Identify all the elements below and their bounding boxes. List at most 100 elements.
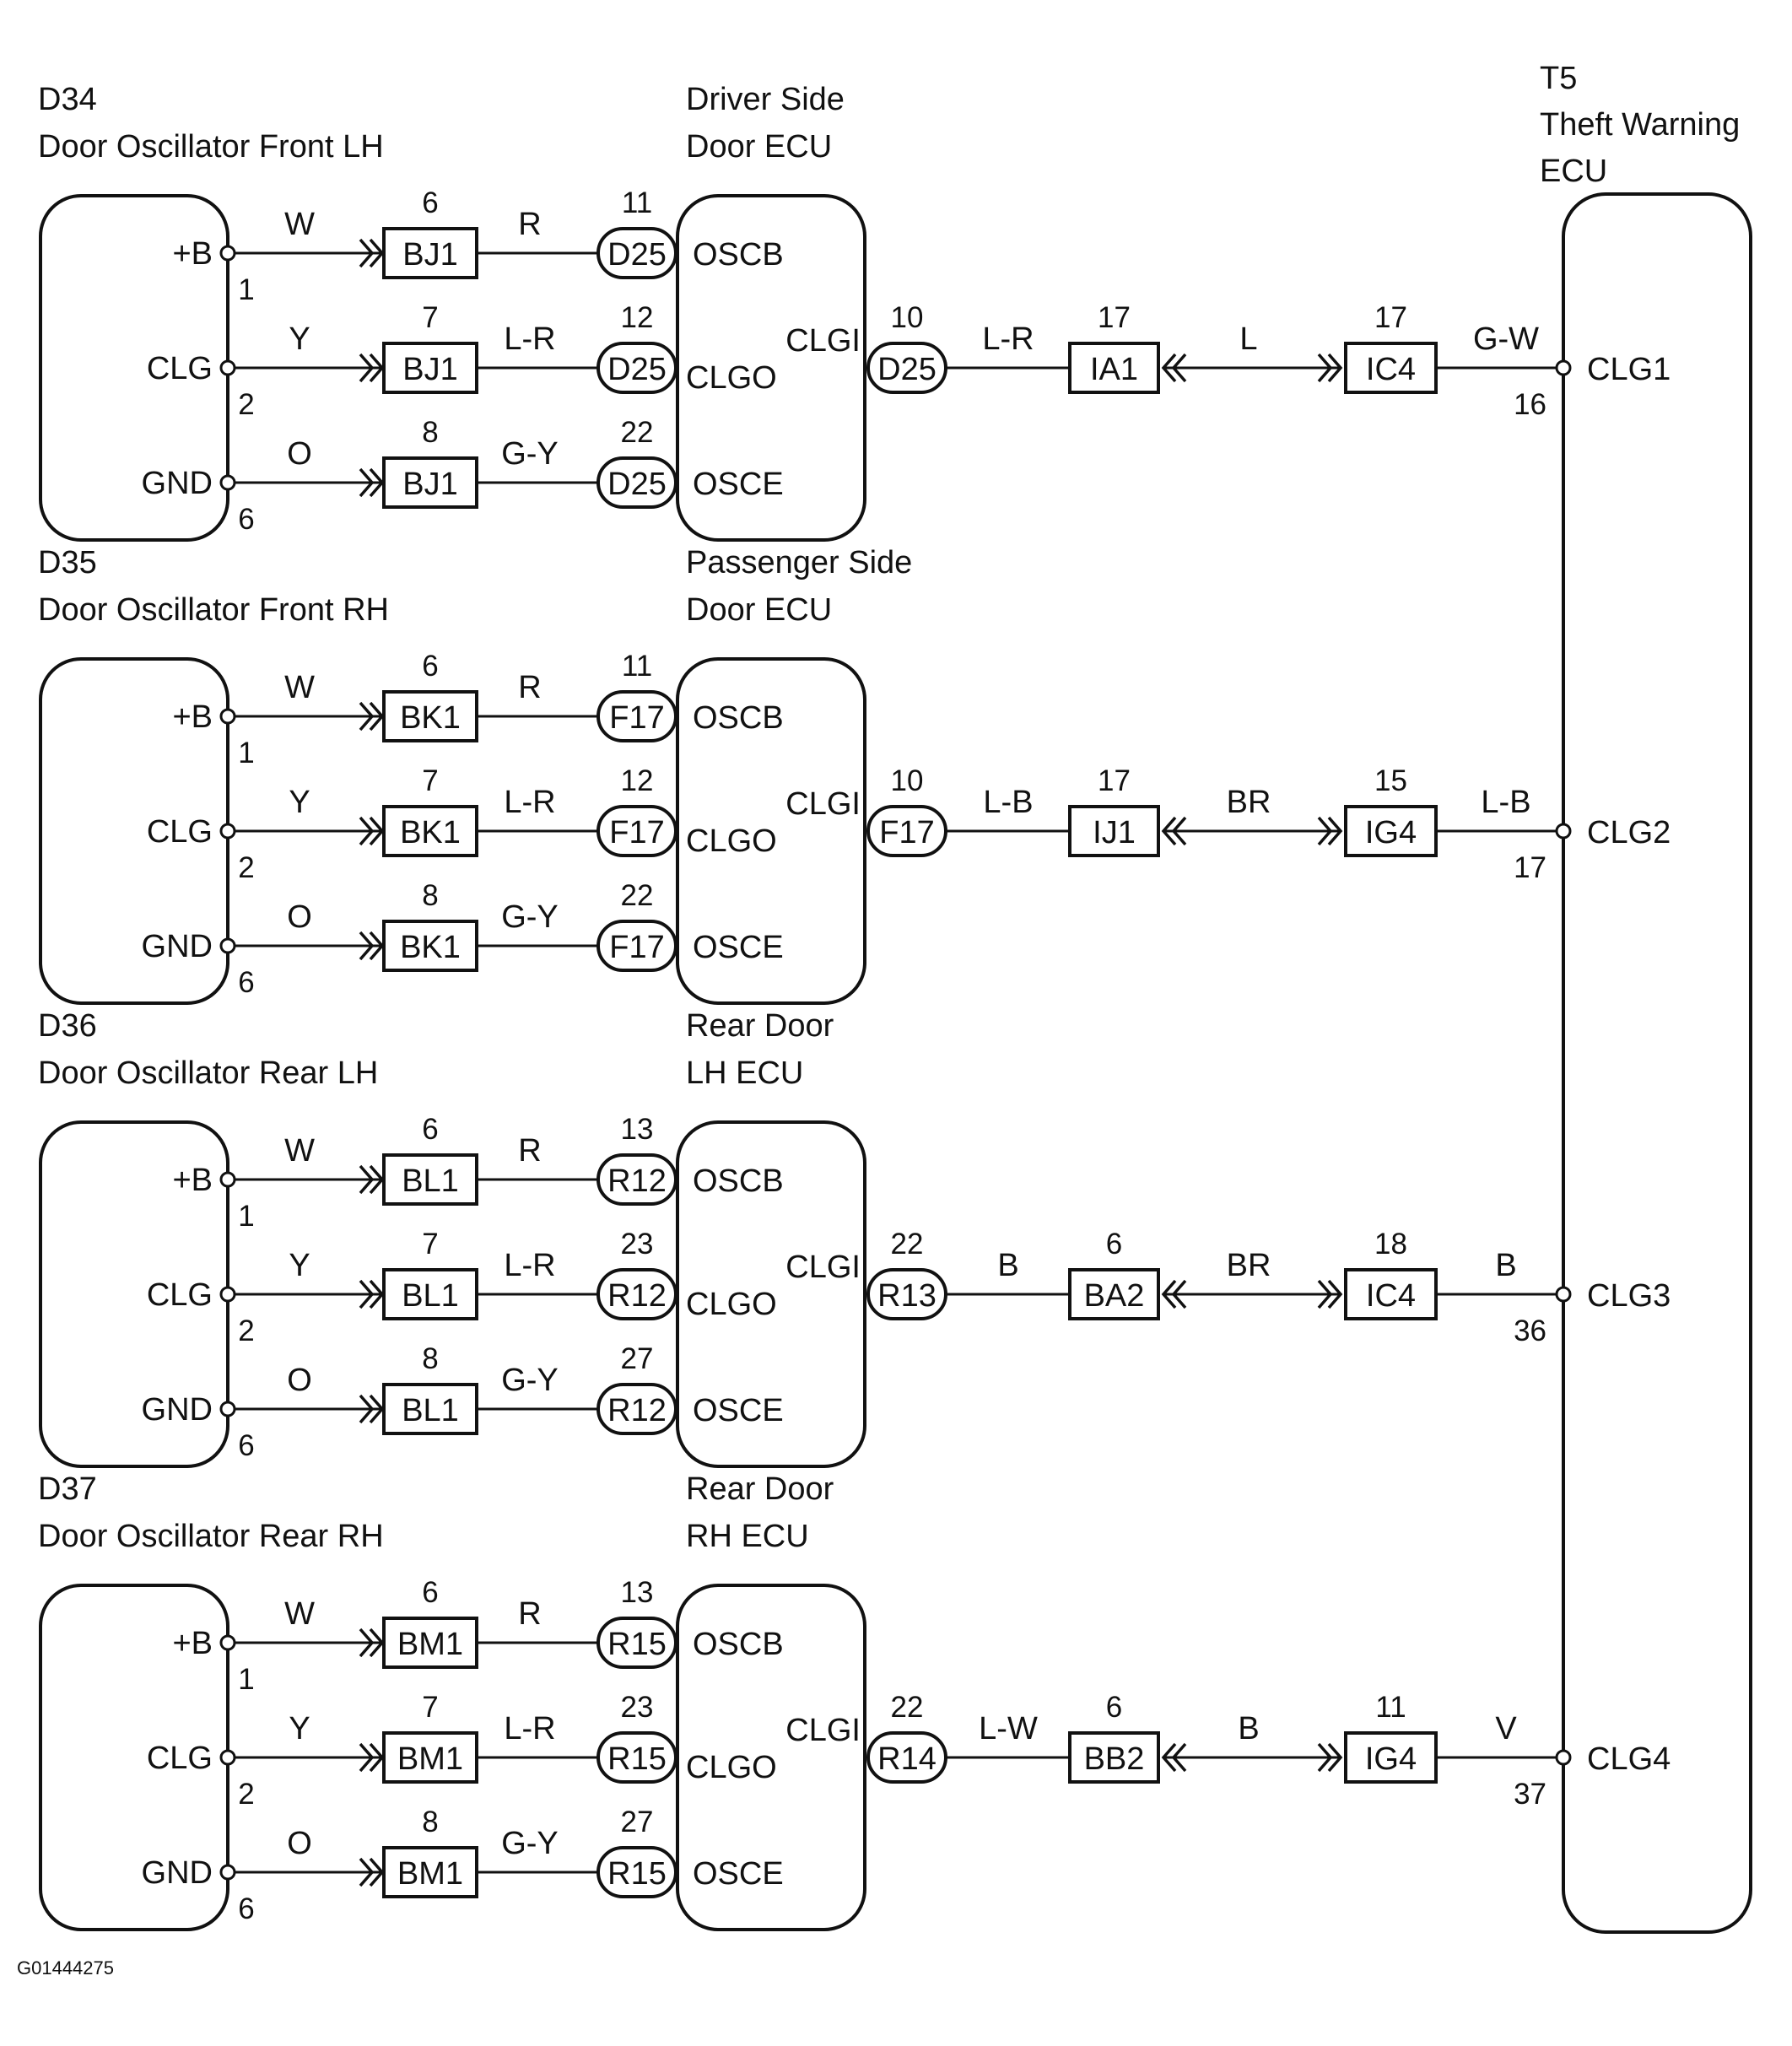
oscillator-terminal-label: CLG bbox=[147, 1741, 213, 1776]
connector-chevron bbox=[359, 931, 375, 961]
oscillator-pin bbox=[219, 937, 236, 954]
junction-connector-code: BM1 bbox=[397, 1856, 463, 1892]
connector-chevron bbox=[1327, 1742, 1343, 1773]
inline-pin-number: 11 bbox=[1375, 1691, 1406, 1724]
wire-color-label: V bbox=[1495, 1711, 1517, 1746]
ecu-pin-number: 12 bbox=[621, 301, 654, 334]
junction-pin-number: 6 bbox=[422, 1113, 438, 1146]
t5-pin bbox=[1555, 1286, 1572, 1303]
ecu-connector-pill bbox=[596, 227, 677, 279]
inline-connector-code: IC4 bbox=[1366, 352, 1416, 387]
inline-connector-box bbox=[1068, 1268, 1160, 1320]
oscillator-terminal-label: CLG bbox=[147, 814, 213, 850]
oscillator-pin bbox=[219, 1401, 236, 1417]
ecu-terminal-label: CLGO bbox=[686, 823, 777, 859]
output-connector-code: F17 bbox=[879, 815, 934, 850]
oscillator-pin bbox=[219, 359, 236, 376]
ecu-connector-code: R15 bbox=[607, 1856, 667, 1892]
output-pin-number: 10 bbox=[891, 764, 924, 797]
wire-color-label: Y bbox=[289, 1248, 310, 1283]
connector-chevron bbox=[1317, 816, 1333, 846]
t5-pin-number: 37 bbox=[1514, 1778, 1546, 1811]
wire-color-label: Y bbox=[289, 321, 310, 357]
junction-connector-box bbox=[382, 1153, 478, 1206]
connector-chevron bbox=[359, 701, 375, 731]
wire-color-label: L-R bbox=[504, 785, 555, 820]
wire-color-label: W bbox=[284, 670, 315, 705]
wire-color-label: B bbox=[997, 1248, 1018, 1283]
ecu-terminal-label: CLGO bbox=[686, 1287, 777, 1322]
output-connector-code: R13 bbox=[877, 1278, 936, 1314]
ecu-connector-code: D25 bbox=[607, 352, 667, 387]
clgi-label: CLGI bbox=[785, 1713, 861, 1748]
inline-connector-code: BA2 bbox=[1084, 1278, 1145, 1314]
wire-color-label: O bbox=[287, 899, 312, 935]
figure-id: G01444275 bbox=[17, 1957, 114, 1979]
ecu-pin-number: 23 bbox=[621, 1228, 654, 1261]
inline-connector-box bbox=[1068, 342, 1160, 394]
clgi-label: CLGI bbox=[785, 1250, 861, 1285]
ecu-connector-pill bbox=[596, 342, 677, 394]
oscillator-code: D36 bbox=[38, 1008, 97, 1044]
ecu-name-line2: ECU bbox=[1540, 154, 1607, 189]
junction-pin-number: 8 bbox=[422, 879, 438, 912]
ecu-connector-pill bbox=[596, 1846, 677, 1898]
output-connector-code: D25 bbox=[877, 352, 936, 387]
clgi-label: CLGI bbox=[785, 323, 861, 359]
junction-connector-code: BK1 bbox=[400, 930, 461, 965]
oscillator-pin-number: 1 bbox=[238, 1663, 254, 1696]
ecu-connector-pill bbox=[596, 690, 677, 742]
wire-color-label: O bbox=[287, 1826, 312, 1861]
t5-pin-number: 16 bbox=[1514, 388, 1546, 421]
output-connector-code: R14 bbox=[877, 1741, 936, 1777]
ecu-pin-number: 23 bbox=[621, 1691, 654, 1724]
wire-color-label: L-B bbox=[983, 785, 1033, 820]
oscillator-code: D34 bbox=[38, 82, 97, 117]
oscillator-terminal-label: CLG bbox=[147, 1277, 213, 1313]
junction-pin-number: 7 bbox=[422, 301, 438, 334]
junction-pin-number: 7 bbox=[422, 1228, 438, 1261]
wire-color-label: L bbox=[1239, 321, 1257, 357]
wire-color-label: R bbox=[518, 1596, 541, 1632]
wire-color-label: W bbox=[284, 207, 315, 242]
inline-pin-number: 6 bbox=[1106, 1691, 1122, 1724]
oscillator-terminal-label: GND bbox=[142, 929, 213, 964]
connector-chevron bbox=[359, 1628, 375, 1658]
wire-color-label: Y bbox=[289, 1711, 310, 1746]
wire-color-label: BR bbox=[1227, 785, 1271, 820]
wire-color-label: G-Y bbox=[501, 899, 559, 935]
connector-chevron bbox=[1327, 816, 1343, 846]
junction-connector-code: BJ1 bbox=[402, 352, 457, 387]
t5-pin bbox=[1555, 823, 1572, 839]
ecu-pin-number: 11 bbox=[622, 186, 652, 219]
oscillator-pin-number: 2 bbox=[238, 1315, 254, 1347]
junction-connector-code: BM1 bbox=[397, 1741, 463, 1777]
wire-color-label: O bbox=[287, 436, 312, 472]
t5-pin bbox=[1555, 1749, 1572, 1766]
door-ecu-name-line1: Rear Door bbox=[686, 1471, 834, 1507]
junction-connector-code: BJ1 bbox=[402, 237, 457, 273]
connector-chevron bbox=[359, 1164, 375, 1195]
ecu-terminal-label: OSCE bbox=[693, 930, 784, 965]
connector-chevron bbox=[1327, 1279, 1343, 1309]
ecu-connector-pill bbox=[596, 805, 677, 857]
ecu-connector-code: F17 bbox=[609, 700, 664, 736]
inline-connector-code: IJ1 bbox=[1093, 815, 1136, 850]
oscillator-terminal-label: GND bbox=[142, 1392, 213, 1428]
t5-terminal-label: CLG4 bbox=[1587, 1741, 1671, 1777]
junction-connector-code: BK1 bbox=[400, 815, 461, 850]
inline-connector-code: BB2 bbox=[1084, 1741, 1145, 1777]
inline-connector-code: IA1 bbox=[1090, 352, 1138, 387]
wire-color-label: L-W bbox=[979, 1711, 1038, 1746]
connector-chevron bbox=[359, 1742, 375, 1773]
oscillator-name: Door Oscillator Rear RH bbox=[38, 1519, 384, 1554]
junction-pin-number: 7 bbox=[422, 764, 438, 797]
oscillator-terminal-label: +B bbox=[172, 1626, 213, 1661]
connector-chevron bbox=[359, 1279, 375, 1309]
wire-color-label: W bbox=[284, 1133, 315, 1169]
t5-pin-number: 17 bbox=[1514, 851, 1546, 884]
door-ecu-name-line1: Passenger Side bbox=[686, 545, 912, 580]
t5-pin bbox=[1555, 359, 1572, 376]
oscillator-pin-number: 2 bbox=[238, 388, 254, 421]
ecu-connector-code: R12 bbox=[607, 1393, 667, 1428]
